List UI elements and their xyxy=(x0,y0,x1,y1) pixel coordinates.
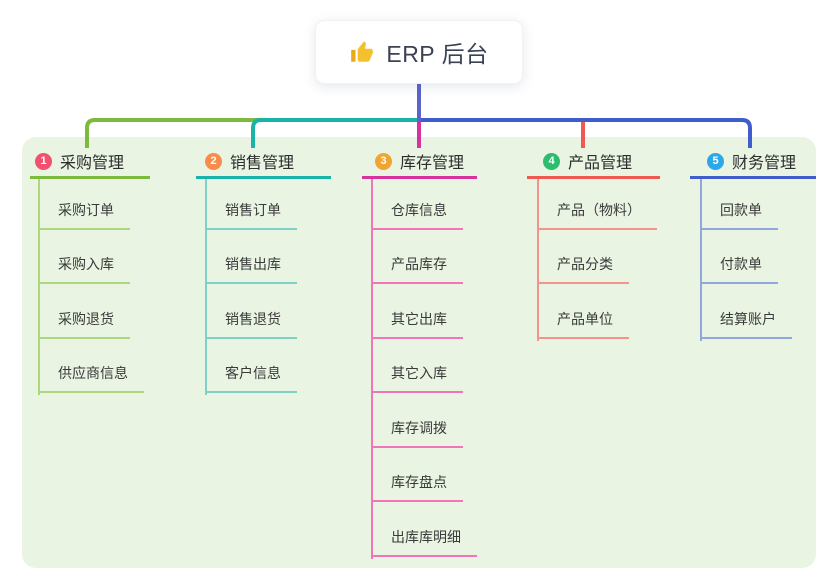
child-line-sales xyxy=(205,179,207,395)
branch-header-finance[interactable]: 5 财务管理 xyxy=(690,146,816,179)
node-item[interactable]: 销售出库 xyxy=(205,248,297,284)
node-item[interactable]: 回款单 xyxy=(700,194,778,230)
child-line-purchase xyxy=(38,179,40,395)
child-line-inventory xyxy=(371,179,373,559)
node-item[interactable]: 库存调拨 xyxy=(371,412,463,448)
branch-title: 财务管理 xyxy=(732,155,797,172)
branch-badge-4: 4 xyxy=(543,152,560,170)
branch-badge-2: 2 xyxy=(205,152,222,170)
thumbs-up-icon xyxy=(351,41,374,62)
branch-header-purchase[interactable]: 1 采购管理 xyxy=(30,146,150,179)
branches-background-panel xyxy=(22,137,816,568)
branch-header-inventory[interactable]: 3 库存管理 xyxy=(362,146,477,179)
node-item[interactable]: 销售订单 xyxy=(205,194,297,230)
root-node-title: ERP 后台 xyxy=(386,41,489,67)
node-item[interactable]: 产品库存 xyxy=(371,248,463,284)
node-item[interactable]: 产品单位 xyxy=(537,303,629,339)
branch-header-sales[interactable]: 2 销售管理 xyxy=(196,146,331,179)
node-item[interactable]: 产品（物料） xyxy=(537,194,657,230)
node-item[interactable]: 库存盘点 xyxy=(371,466,463,502)
node-item[interactable]: 结算账户 xyxy=(700,303,792,339)
branch-badge-5: 5 xyxy=(707,152,724,170)
branch-title: 产品管理 xyxy=(568,155,633,172)
branch-header-product[interactable]: 4 产品管理 xyxy=(527,146,660,179)
branch-badge-3: 3 xyxy=(375,152,392,170)
root-node[interactable]: ERP 后台 xyxy=(315,20,523,84)
node-item[interactable]: 其它出库 xyxy=(371,303,463,339)
node-item[interactable]: 其它入库 xyxy=(371,357,463,393)
node-item[interactable]: 采购退货 xyxy=(38,303,130,339)
node-item[interactable]: 出库库明细 xyxy=(371,521,477,557)
branch-badge-1: 1 xyxy=(35,152,52,170)
branch-title: 采购管理 xyxy=(60,155,125,172)
child-line-finance xyxy=(700,179,702,341)
node-item[interactable]: 仓库信息 xyxy=(371,194,463,230)
child-line-product xyxy=(537,179,539,341)
node-item[interactable]: 供应商信息 xyxy=(38,357,144,393)
node-item[interactable]: 采购入库 xyxy=(38,248,130,284)
node-item[interactable]: 销售退货 xyxy=(205,303,297,339)
branch-title: 销售管理 xyxy=(230,155,295,172)
branch-title: 库存管理 xyxy=(400,155,465,172)
node-item[interactable]: 采购订单 xyxy=(38,194,130,230)
node-item[interactable]: 付款单 xyxy=(700,248,778,284)
node-item[interactable]: 产品分类 xyxy=(537,248,629,284)
node-item[interactable]: 客户信息 xyxy=(205,357,297,393)
